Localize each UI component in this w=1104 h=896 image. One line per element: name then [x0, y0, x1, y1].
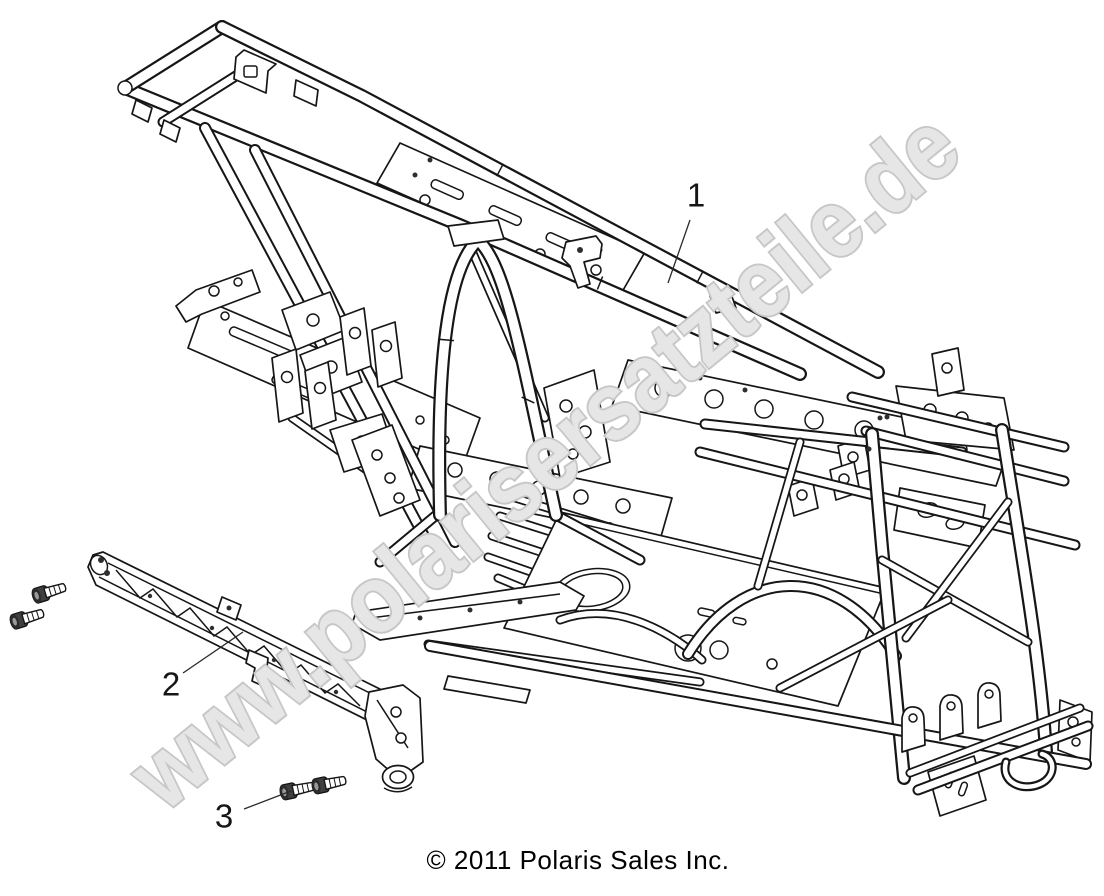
callout-3: 3: [214, 797, 234, 835]
frame-front-brackets: [131, 49, 1057, 792]
callout-leader-lines: [182, 219, 691, 810]
side-rail-part-drawing: [87, 551, 424, 793]
callout-2: 2: [161, 665, 181, 703]
callout-1: 1: [686, 176, 706, 214]
main-frame-part-drawing: [117, 20, 1094, 817]
copyright-line: © 2011 Polaris Sales Inc.: [426, 845, 730, 875]
